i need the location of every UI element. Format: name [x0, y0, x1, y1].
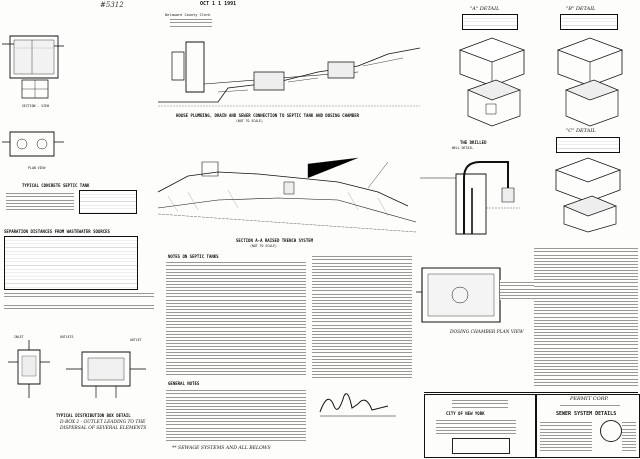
house-plumbing-profile-drawing	[158, 32, 420, 112]
title-block-approval	[452, 398, 508, 408]
general-notes-heading: GENERAL NOTES	[168, 381, 200, 386]
separation-distances-title: SEPARATION DISTANCES FROM WASTEWATER SOU…	[4, 229, 110, 234]
received-stamp: OCT 1 1 1991	[200, 1, 237, 7]
dosing-chamber-label: DOSING CHAMBER PLAN VIEW	[450, 330, 524, 335]
title-block-firm: CITY OF NEW YORK	[446, 411, 485, 416]
dbox-outlet-label: OUTLET	[130, 338, 142, 342]
separation-notes	[4, 291, 154, 300]
well-detail-drawing	[416, 148, 528, 240]
septic-notes-text	[166, 260, 306, 376]
septic-tank-title: TYPICAL CONCRETE SEPTIC TANK	[22, 183, 90, 188]
detail-c-drawing	[548, 154, 628, 234]
separation-distances-table	[4, 236, 138, 290]
detail-a-table	[462, 14, 518, 30]
center-notes-column	[312, 254, 412, 378]
title-block-address	[560, 403, 620, 408]
final-note: ** SEWAGE SYSTEMS AND ALL BELOWS	[172, 446, 271, 451]
well-title: THE DRILLED	[460, 140, 487, 145]
well-subtitle: WELL DETAIL	[452, 146, 474, 150]
septic-tank-capacity-table	[79, 190, 137, 214]
title-block-owner: PERMIT CORP.	[570, 396, 609, 402]
engineer-signature	[318, 386, 398, 420]
detail-b-table	[560, 14, 618, 30]
title-block-project-name: SEWER SYSTEM DETAILS	[556, 411, 617, 417]
engineer-seal	[600, 420, 622, 442]
separation-notes-2	[4, 303, 154, 311]
trench-section-title: SECTION A-A RAISED TRENCH SYSTEM	[236, 238, 314, 243]
drawing-number: #5312	[100, 1, 124, 9]
septic-tank-notes-left	[6, 191, 74, 212]
dbox-outlets-label: OUTLETS	[60, 335, 74, 339]
section-view-label: SECTION - VIEW	[22, 104, 49, 108]
dosing-annotations	[500, 280, 534, 300]
main-section-scale: (NOT TO SCALE)	[236, 119, 263, 123]
county-stamp-lines	[170, 17, 212, 27]
title-block-left-cell	[424, 394, 536, 458]
septic-tank-section-drawing	[2, 30, 64, 108]
title-block-firm-details	[436, 418, 516, 436]
county-stamp: Delaware County Clerk	[165, 13, 211, 17]
title-block-sheet-info	[622, 420, 636, 452]
septic-notes-heading: NOTES ON SEPTIC TANKS	[168, 254, 219, 259]
distribution-box-drawing-2	[66, 344, 146, 400]
dbox-note-2: DISPERSAL OF SEVERAL ELEMENTS	[60, 426, 147, 431]
detail-a-label: "A" DETAIL	[470, 6, 500, 12]
distribution-box-title: TYPICAL DISTRIBUTION BOX DETAIL	[56, 413, 131, 418]
dosing-chamber-plan-drawing	[416, 262, 526, 328]
title-block-top-rule	[424, 392, 638, 393]
septic-tank-plan-drawing	[2, 128, 64, 168]
title-block-engineer-info	[540, 420, 592, 452]
title-block-stamp	[452, 438, 510, 454]
detail-a-drawing	[452, 32, 528, 128]
dbox-inlet-label: INLET	[14, 335, 24, 339]
right-notes-column	[534, 246, 638, 386]
detail-c-label: "C" DETAIL	[566, 128, 596, 134]
main-section-title: HOUSE PLUMBING, DRAIN AND SEWER CONNECTI…	[176, 113, 360, 118]
plan-view-label: PLAN VIEW	[28, 166, 46, 170]
distribution-box-drawing-1	[8, 340, 50, 400]
detail-c-table	[556, 137, 620, 153]
raised-trench-section-drawing	[158, 152, 416, 238]
general-notes-text	[166, 388, 306, 442]
detail-b-drawing	[550, 32, 628, 128]
detail-b-label: "B" DETAIL	[566, 6, 596, 12]
dbox-note-1: D-BOX 2 - OUTLET LEADING TO THE	[60, 420, 146, 425]
trench-section-scale: (NOT TO SCALE)	[250, 244, 277, 248]
